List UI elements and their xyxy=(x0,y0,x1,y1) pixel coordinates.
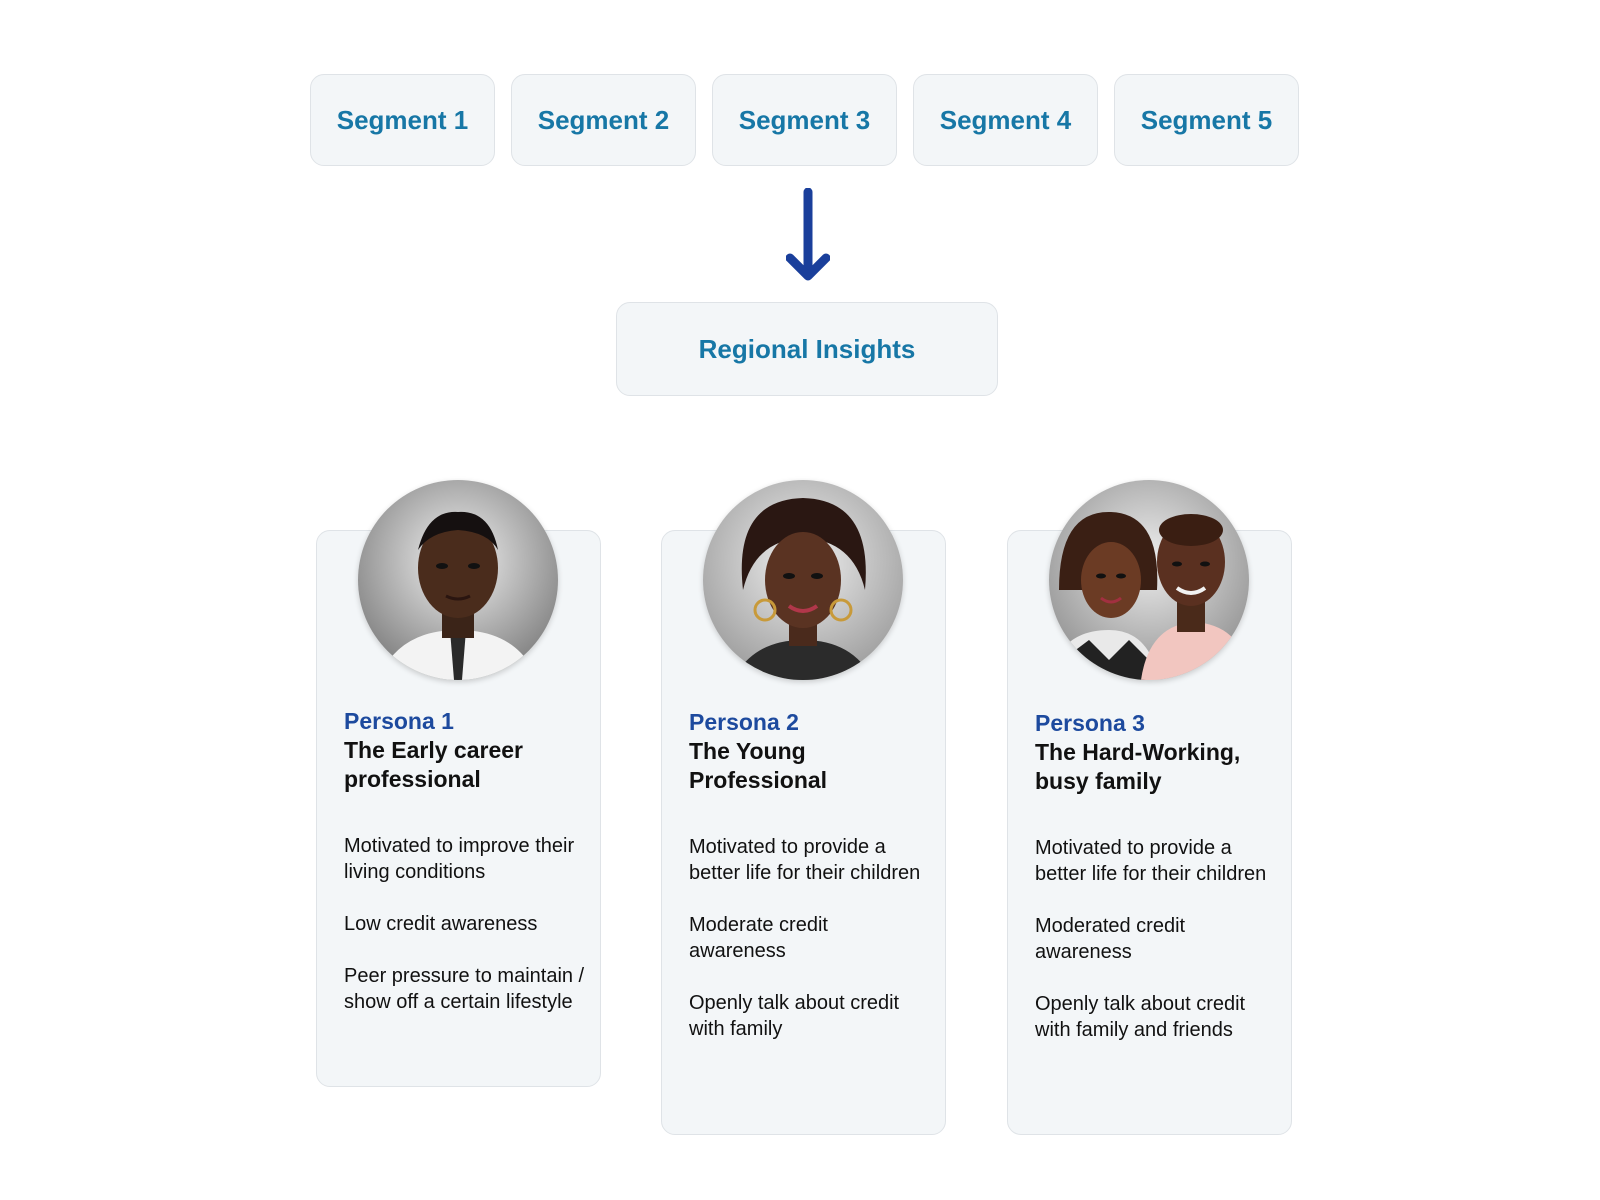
segment-box-3: Segment 3 xyxy=(712,74,897,166)
down-arrow-icon xyxy=(786,188,830,281)
persona-1-traits: Motivated to improve their living condit… xyxy=(344,833,589,1041)
persona-3-traits: Motivated to provide a better life for t… xyxy=(1035,835,1275,1069)
persona-3-number: Persona 3 xyxy=(1035,710,1145,736)
segment-box-1: Segment 1 xyxy=(310,74,495,166)
persona-2-trait: Motivated to provide a better life for t… xyxy=(689,836,921,884)
segment-box-2: Segment 2 xyxy=(511,74,696,166)
persona-3-trait: Motivated to provide a better life for t… xyxy=(1035,837,1267,885)
persona-2-photo xyxy=(703,480,903,680)
persona-1-trait: Motivated to improve their living condit… xyxy=(344,835,575,883)
persona-1-trait: Peer pressure to maintain / show off a c… xyxy=(344,965,585,1013)
persona-3-trait: Openly talk about credit with family and… xyxy=(1035,993,1246,1041)
persona-3-photo xyxy=(1049,480,1249,680)
segment-box-4: Segment 4 xyxy=(913,74,1098,166)
persona-3-trait: Moderated credit awareness xyxy=(1035,915,1186,963)
persona-2-trait: Moderate credit awareness xyxy=(689,914,828,962)
persona-2-title: The Young Professional xyxy=(689,738,828,793)
persona-1-trait: Low credit awareness xyxy=(344,913,538,935)
persona-1-photo xyxy=(358,480,558,680)
persona-2-trait: Openly talk about credit with family xyxy=(689,992,900,1040)
persona-1-title: The Early career professional xyxy=(344,737,524,792)
persona-3-title: The Hard-Working, busy family xyxy=(1035,739,1241,794)
regional-insights-box: Regional Insights xyxy=(616,302,998,396)
persona-2-traits: Motivated to provide a better life for t… xyxy=(689,834,929,1068)
persona-1-number: Persona 1 xyxy=(344,708,454,734)
segment-box-5: Segment 5 xyxy=(1114,74,1299,166)
persona-2-number: Persona 2 xyxy=(689,709,799,735)
